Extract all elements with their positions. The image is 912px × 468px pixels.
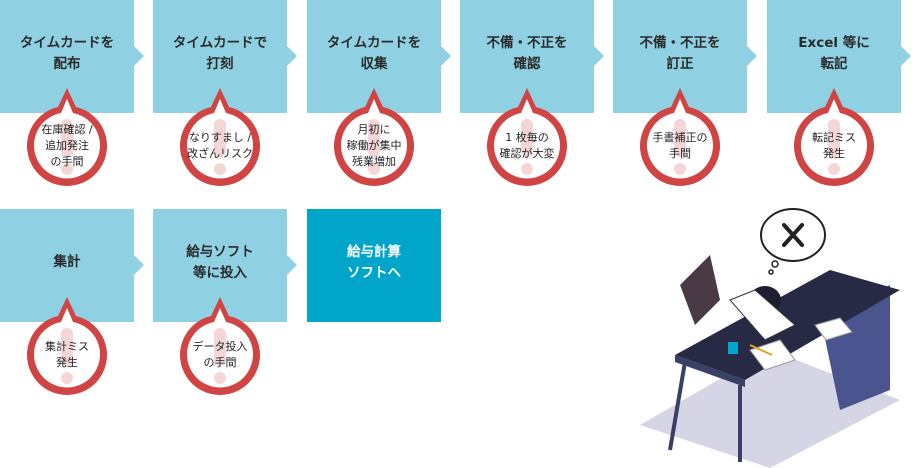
step-label: タイムカードで 打刻	[172, 34, 268, 72]
arrow-right-icon	[134, 46, 144, 66]
exclamation-icon	[521, 119, 533, 175]
arrow-right-icon	[441, 46, 451, 66]
issue-bubble: 月初に 稼働が集中 残業増加	[328, 85, 420, 186]
paper	[749, 339, 796, 371]
process-step: 不備・不正を 確認	[460, 0, 604, 113]
issue-bubble: なりすまし / 改ざんリスク	[174, 85, 266, 186]
exclamation-icon	[214, 119, 226, 175]
exclamation-icon	[674, 119, 686, 175]
issue-text: 月初に 稼働が集中 残業増加	[346, 123, 402, 168]
issue-bubble: 手書補正の 手間	[634, 85, 726, 186]
coffee-mug-icon	[728, 342, 738, 354]
frustrated-worker-illustration	[640, 208, 900, 468]
arrow-right-icon	[747, 46, 757, 66]
exclamation-icon	[214, 328, 226, 384]
issue-text: 手書補正の 手間	[652, 131, 708, 160]
exclamation-icon	[368, 119, 380, 175]
issue-text: 転記ミス 発生	[812, 131, 856, 160]
thought-bubble-icon	[760, 208, 826, 275]
step-label: 集計	[53, 254, 81, 270]
x-mark-icon	[782, 223, 804, 247]
issue-bubble: 転記ミス 発生	[788, 85, 880, 186]
issue-text: 集計ミス 発生	[45, 340, 89, 369]
issue-text: 1 枚毎の 確認が大変	[499, 131, 555, 160]
exclamation-icon	[61, 119, 73, 175]
arrow-right-icon	[594, 46, 604, 66]
step-label: タイムカードを 配布	[19, 34, 115, 72]
exclamation-icon	[828, 119, 840, 175]
arrow-right-icon	[287, 255, 297, 275]
issue-bubble: 1 枚毎の 確認が大変	[481, 85, 573, 186]
arrow-right-icon	[901, 46, 911, 66]
arrow-right-icon	[287, 46, 297, 66]
paper	[814, 317, 853, 341]
issue-text: 在庫確認 / 追加発注 の手間	[41, 123, 93, 168]
step-label: Excel 等に 転記	[798, 34, 870, 72]
issue-bubble: 在庫確認 / 追加発注 の手間	[21, 85, 113, 186]
step-label: 不備・不正を 訂正	[639, 34, 721, 72]
arrow-right-icon	[134, 255, 144, 275]
issue-text: なりすまし / 改ざんリスク	[187, 131, 253, 160]
process-step: 集計	[0, 209, 144, 322]
worker-body	[729, 289, 796, 341]
step-label: タイムカードを 収集	[326, 34, 422, 72]
step-label: 給与ソフト 等に投入	[186, 243, 254, 281]
pencil-icon	[749, 344, 773, 356]
exclamation-icon	[61, 328, 73, 384]
chair	[680, 255, 720, 325]
step-label: 不備・不正を 確認	[486, 34, 568, 72]
issue-bubble: 集計ミス 発生	[21, 294, 113, 395]
issue-text: データ投入 の手間	[192, 340, 248, 369]
issue-bubble: データ投入 の手間	[174, 294, 266, 395]
step-label: 給与計算 ソフトへ	[347, 243, 401, 281]
process-step: 給与計算 ソフトへ	[307, 209, 441, 322]
